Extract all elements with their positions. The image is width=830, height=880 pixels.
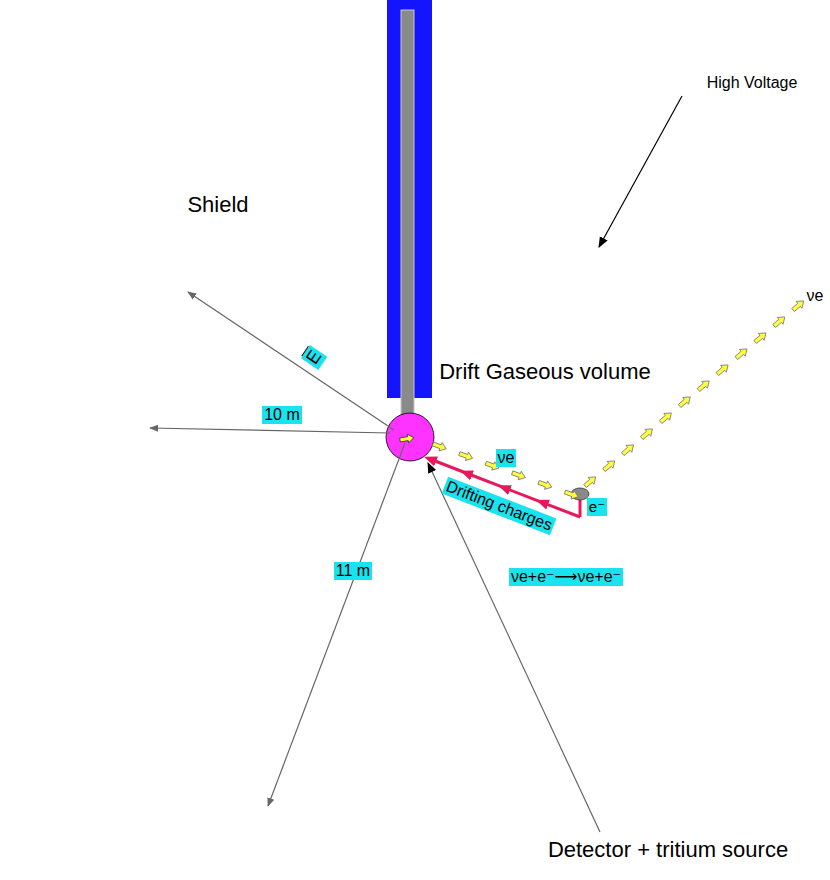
leader-line: [599, 96, 682, 247]
neutrino-arrow: [677, 394, 694, 410]
drift-label: Drifting charges: [442, 477, 557, 536]
neutrino-arrow: [511, 469, 527, 482]
neutrino-arrow: [431, 440, 447, 453]
field-arrow: [188, 292, 394, 430]
leader-line: [428, 463, 600, 832]
reaction-label: νe+e⁻⟶νe+e⁻: [509, 568, 623, 586]
neutrino-arrow: [658, 410, 675, 426]
callout-label: Detector + tritium source: [546, 837, 790, 862]
neutrino-arrow: [733, 346, 750, 362]
dimension-label: 10 m: [262, 406, 302, 424]
neutrino-arrow: [563, 488, 579, 501]
drift-volume-circle: [148, 175, 673, 700]
drift-volume-outline: [147, 174, 673, 700]
neutrino-arrow: [399, 433, 414, 444]
dimension-label: 11 m: [334, 562, 372, 580]
shield-ring-outline: [0, 17, 830, 857]
neutrino-arrow: [582, 474, 599, 490]
neutrino-arrow: [771, 314, 788, 330]
neutrino-arrow: [639, 426, 656, 442]
shield-ring-circle: [0, 18, 830, 857]
shield-ring: ShieldDrift Gaseous volume: [0, 17, 830, 857]
radius-arrow: [268, 443, 405, 806]
neutrino-arrow: [601, 458, 618, 474]
neutrino-arrow: [458, 449, 474, 462]
neutrino-arrow: [620, 442, 637, 458]
particle-label: νe: [805, 287, 826, 305]
particle-label: e⁻: [587, 498, 607, 515]
field-label: E: [301, 345, 327, 370]
region-label: Shield: [187, 192, 248, 217]
particle-label: νe: [496, 449, 517, 467]
neutrino-arrow: [752, 330, 769, 346]
hv-label: High Voltage: [705, 74, 800, 92]
radius-arrow: [150, 428, 390, 433]
region-label: Drift Gaseous volume: [430, 359, 660, 384]
neutrino-arrow: [696, 378, 713, 394]
hv-inner-rod: [401, 10, 414, 430]
detector-sphere: [386, 413, 434, 461]
neutrino-arrow: [537, 478, 553, 491]
neutrino-arrow: [714, 362, 731, 378]
drift-path: [579, 500, 582, 517]
drift-volume: Drift Gaseous volume: [147, 174, 673, 700]
neutrino-arrow: [790, 298, 807, 314]
